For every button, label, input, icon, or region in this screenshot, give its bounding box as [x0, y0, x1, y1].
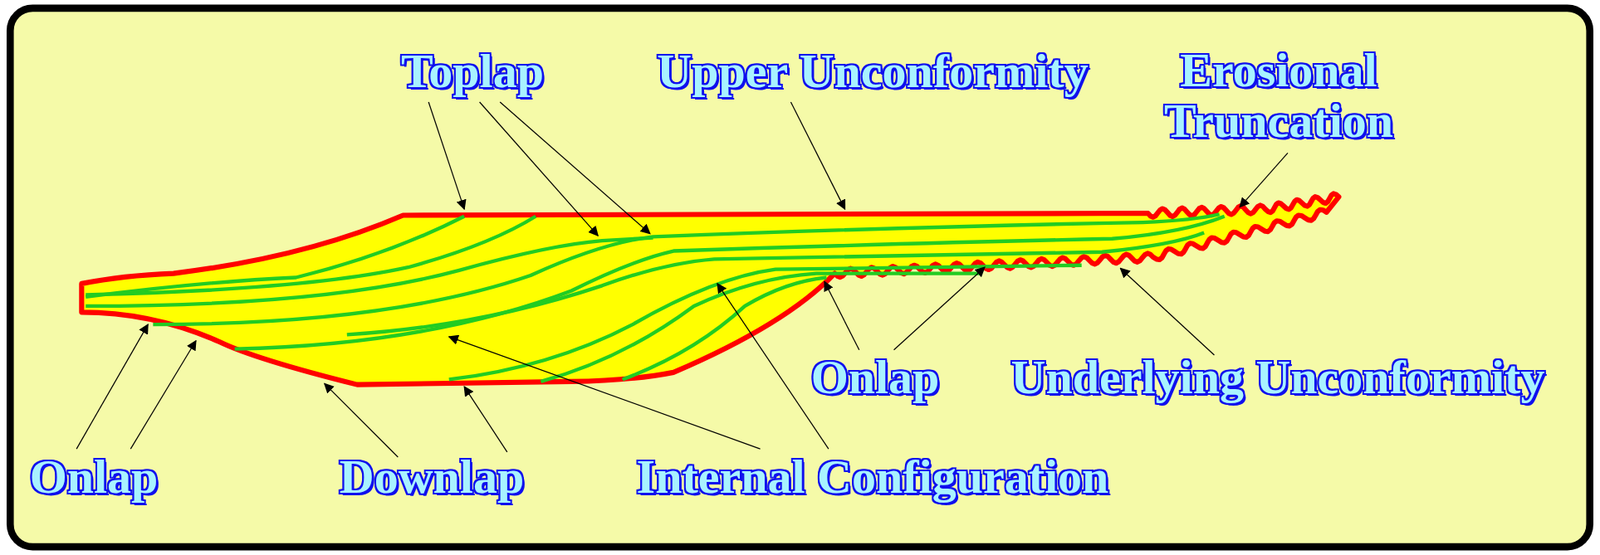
term-label: Erosional Truncation — [1133, 45, 1424, 147]
term-label: Onlap — [29, 452, 159, 504]
term-label: Upper Unconformity — [656, 46, 1088, 98]
term-label: Onlap — [811, 352, 940, 404]
term-label: Toplap — [401, 46, 544, 98]
background-panel — [9, 8, 1590, 548]
term-label: Underlying Unconformity — [1011, 352, 1546, 404]
term-label: Internal Configuration — [636, 452, 1110, 504]
leader-lines — [76, 102, 1288, 458]
term-label: Downlap — [339, 452, 524, 504]
